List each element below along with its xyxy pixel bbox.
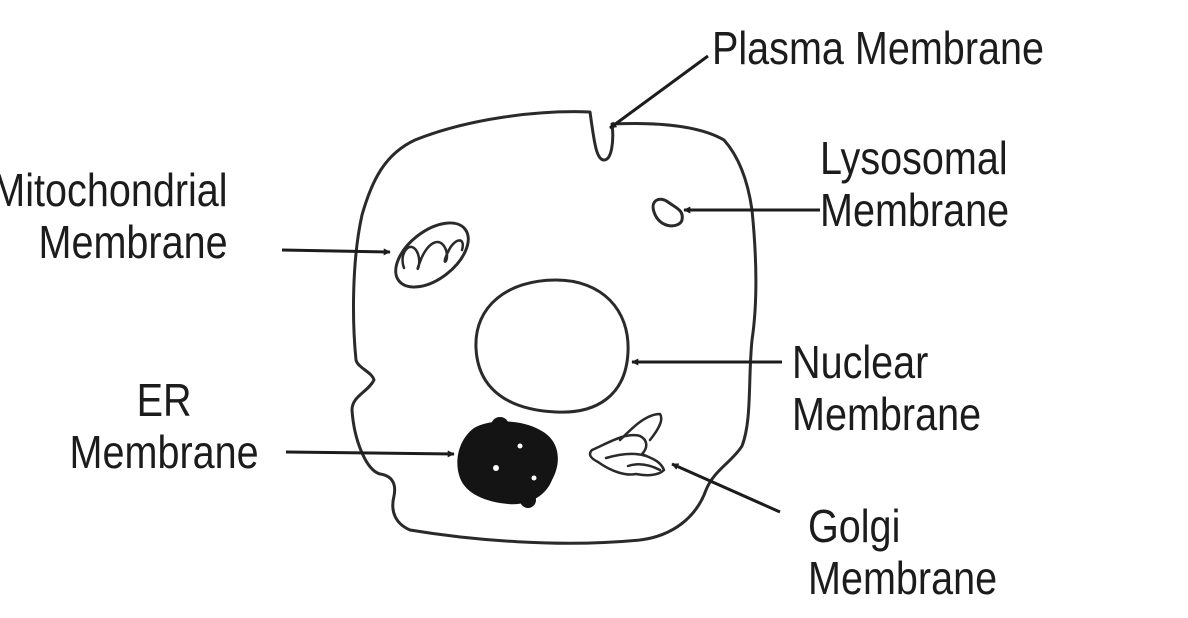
mitochondrial-arrow xyxy=(282,250,390,252)
lysosomal-membrane-label: Lysosomal Membrane xyxy=(820,132,1009,236)
er-blob xyxy=(457,417,558,508)
golgi-membrane-label: Golgi Membrane xyxy=(808,500,997,604)
plasma-membrane-outline xyxy=(352,112,756,544)
er-arrow xyxy=(286,452,454,454)
mitochondrion xyxy=(384,210,480,300)
lysosome xyxy=(653,199,682,226)
golgi-apparatus xyxy=(590,414,664,475)
nuclear-membrane-label: Nuclear Membrane xyxy=(792,336,981,440)
golgi-arrow xyxy=(672,464,780,512)
mitochondrial-membrane-label: Mitochondrial Membrane xyxy=(0,164,228,268)
nucleus xyxy=(476,280,628,412)
er-membrane-label: ER Membrane xyxy=(54,374,274,478)
plasma-arrow xyxy=(610,56,708,128)
plasma-membrane-label: Plasma Membrane xyxy=(712,22,1044,74)
